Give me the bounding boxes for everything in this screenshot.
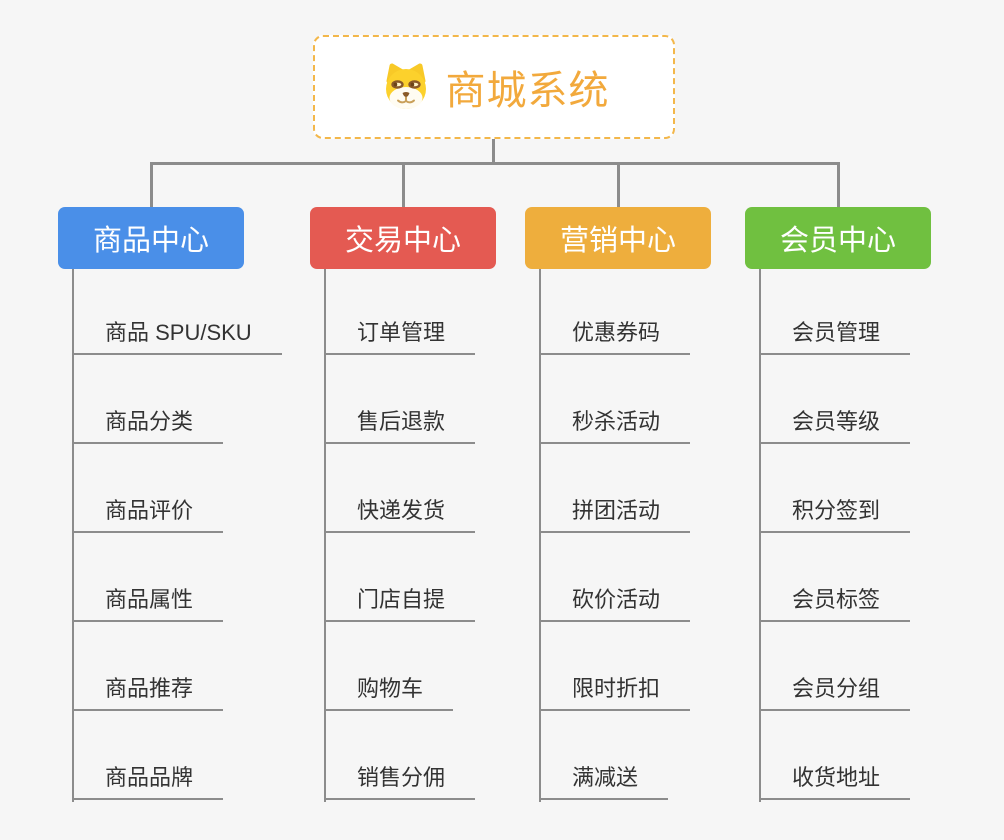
shiba-dog-icon [385, 63, 426, 109]
leaf-label: 会员标签 [792, 587, 881, 612]
connector-root-stem [492, 139, 495, 165]
leaf-label: 商品 SPU/SKU [105, 320, 252, 345]
leaf-node[interactable]: 购物车 [324, 622, 454, 711]
branch-label: 商品中心 [92, 225, 209, 257]
leaf-node[interactable]: 快递发货 [324, 444, 476, 533]
connector-branch-trunk [72, 269, 74, 802]
branch-column: 营销中心 优惠券码 秒杀活动 拼团活动 砍价活动 限时折扣 满减送 [525, 162, 711, 802]
branch-column: 会员中心 会员管理 会员等级 积分签到 会员标签 会员分组 收货地址 [745, 162, 931, 802]
leaf-node[interactable]: 会员管理 [759, 269, 911, 355]
leaf-label: 购物车 [357, 676, 424, 701]
leaf-node[interactable]: 满减送 [539, 711, 669, 800]
branch-label: 营销中心 [559, 225, 676, 257]
leaf-label: 售后退款 [357, 409, 446, 434]
leaf-label: 拼团活动 [572, 498, 661, 523]
branch-label: 会员中心 [779, 225, 896, 257]
leaf-label: 砍价活动 [572, 587, 661, 612]
branch-column: 商品中心 商品 SPU/SKU 商品分类 商品评价 商品属性 商品推荐 商品品牌 [58, 162, 282, 802]
leaf-node[interactable]: 限时折扣 [539, 622, 691, 711]
leaf-label: 满减送 [572, 765, 639, 790]
connector-branch-trunk [759, 269, 761, 802]
root-node[interactable]: 商城系统 [313, 35, 675, 139]
leaf-node[interactable]: 秒杀活动 [539, 355, 691, 444]
leaf-label: 商品品牌 [105, 765, 194, 790]
root-title: 商城系统 [445, 69, 610, 113]
leaf-label: 会员分组 [792, 676, 881, 701]
branch-leaves: 会员管理 会员等级 积分签到 会员标签 会员分组 收货地址 [759, 269, 911, 800]
leaf-label: 商品评价 [105, 498, 194, 523]
leaf-label: 商品推荐 [105, 676, 194, 701]
connector-branch-drop [150, 162, 153, 207]
leaf-node[interactable]: 会员等级 [759, 355, 911, 444]
leaf-node[interactable]: 收货地址 [759, 711, 911, 800]
leaf-node[interactable]: 商品分类 [72, 355, 224, 444]
leaf-label: 会员等级 [792, 409, 881, 434]
leaf-node[interactable]: 会员标签 [759, 533, 911, 622]
connector-branch-drop [617, 162, 620, 207]
branch-leaves: 优惠券码 秒杀活动 拼团活动 砍价活动 限时折扣 满减送 [539, 269, 691, 800]
leaf-node[interactable]: 商品属性 [72, 533, 224, 622]
leaf-label: 快递发货 [357, 498, 446, 523]
branch-leaves: 订单管理 售后退款 快递发货 门店自提 购物车 销售分佣 [324, 269, 476, 800]
leaf-node[interactable]: 商品评价 [72, 444, 224, 533]
connector-branch-drop [837, 162, 840, 207]
connector-branch-trunk [539, 269, 541, 802]
leaf-label: 积分签到 [792, 498, 881, 523]
branch-node[interactable]: 商品中心 [58, 207, 244, 269]
leaf-label: 商品分类 [105, 409, 194, 434]
branch-label: 交易中心 [344, 225, 461, 257]
leaf-node[interactable]: 会员分组 [759, 622, 911, 711]
leaf-node[interactable]: 销售分佣 [324, 711, 476, 800]
branch-node[interactable]: 营销中心 [525, 207, 711, 269]
leaf-label: 商品属性 [105, 587, 194, 612]
connector-branch-trunk [324, 269, 326, 802]
leaf-node[interactable]: 订单管理 [324, 269, 476, 355]
leaf-node[interactable]: 商品推荐 [72, 622, 224, 711]
leaf-label: 门店自提 [357, 587, 446, 612]
leaf-label: 优惠券码 [572, 320, 661, 345]
leaf-node[interactable]: 商品品牌 [72, 711, 224, 800]
leaf-node[interactable]: 售后退款 [324, 355, 476, 444]
leaf-node[interactable]: 门店自提 [324, 533, 476, 622]
leaf-node[interactable]: 积分签到 [759, 444, 911, 533]
leaf-label: 收货地址 [792, 765, 881, 790]
leaf-node[interactable]: 拼团活动 [539, 444, 691, 533]
leaf-node[interactable]: 优惠券码 [539, 269, 691, 355]
leaf-label: 会员管理 [792, 320, 881, 345]
connector-horizontal-bar [150, 162, 840, 165]
connector-branch-drop [402, 162, 405, 207]
leaf-node[interactable]: 商品 SPU/SKU [72, 269, 282, 355]
branch-node[interactable]: 会员中心 [745, 207, 931, 269]
leaf-label: 销售分佣 [357, 765, 446, 790]
branch-leaves: 商品 SPU/SKU 商品分类 商品评价 商品属性 商品推荐 商品品牌 [72, 269, 282, 800]
branch-column: 交易中心 订单管理 售后退款 快递发货 门店自提 购物车 销售分佣 [310, 162, 496, 802]
leaf-label: 秒杀活动 [572, 409, 661, 434]
leaf-label: 订单管理 [357, 320, 446, 345]
branch-node[interactable]: 交易中心 [310, 207, 496, 269]
leaf-label: 限时折扣 [572, 676, 661, 701]
leaf-node[interactable]: 砍价活动 [539, 533, 691, 622]
